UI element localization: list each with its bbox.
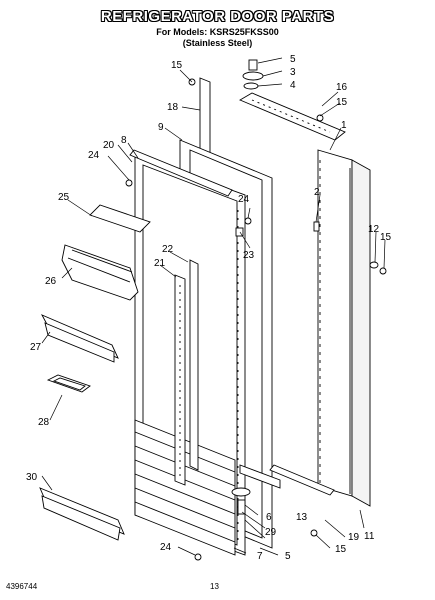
callout-24: 24 xyxy=(238,194,250,205)
callout-15: 15 xyxy=(380,232,392,243)
callout-29: 29 xyxy=(265,527,277,538)
callout-21: 21 xyxy=(154,258,166,269)
callout-12: 12 xyxy=(368,224,380,235)
dairy-compartment xyxy=(61,244,139,301)
washer xyxy=(369,261,379,269)
diagram-drawing xyxy=(39,57,387,561)
callout-15: 15 xyxy=(171,60,183,71)
model-line: For Models: KSRS25FKSS00 xyxy=(156,27,279,37)
callout-23: 23 xyxy=(243,250,255,261)
page-title: REFRIGERATOR DOOR PARTS xyxy=(100,8,335,25)
plug-button xyxy=(235,227,244,237)
callout-9: 9 xyxy=(158,122,164,133)
callout-24: 24 xyxy=(88,150,100,161)
callout-20: 20 xyxy=(103,140,115,151)
dairy-door-cover xyxy=(89,204,151,233)
callout-19: 19 xyxy=(348,532,360,543)
callout-5: 5 xyxy=(285,551,291,562)
egg-tray xyxy=(46,374,91,393)
callout-7: 7 xyxy=(257,551,263,562)
callout-22: 22 xyxy=(162,244,174,255)
bottom-hinge-parts xyxy=(231,464,281,515)
callout-4: 4 xyxy=(290,80,296,91)
door-bin xyxy=(41,314,119,363)
callout-24: 24 xyxy=(160,542,172,553)
callout-6: 6 xyxy=(266,512,272,523)
top-hinge-strip xyxy=(238,92,346,141)
callout-3: 3 xyxy=(290,67,296,78)
shelf-rail-left xyxy=(174,274,186,486)
callout-27: 27 xyxy=(30,342,42,353)
callout-28: 28 xyxy=(38,417,50,428)
document-number: 4396744 xyxy=(6,582,38,591)
top-hinge-parts xyxy=(242,59,264,90)
callout-labels: 5 3 4 15 16 15 1 18 9 8 20 24 2 24 23 25… xyxy=(26,54,392,562)
shelf-rail-right xyxy=(189,259,199,471)
callout-18: 18 xyxy=(167,102,179,113)
callout-13: 13 xyxy=(296,512,308,523)
callout-25: 25 xyxy=(58,192,70,203)
callout-5: 5 xyxy=(290,54,296,65)
callout-8: 8 xyxy=(121,135,127,146)
callout-15: 15 xyxy=(336,97,348,108)
callout-2: 2 xyxy=(314,187,320,198)
callout-11: 11 xyxy=(364,531,375,542)
finish-line: (Stainless Steel) xyxy=(182,38,253,48)
callout-16: 16 xyxy=(336,82,348,93)
top-breaker-strip xyxy=(129,149,233,197)
bottom-trim-strip xyxy=(269,464,335,496)
callout-26: 26 xyxy=(45,276,57,287)
callout-15: 15 xyxy=(335,544,347,555)
large-door-bin xyxy=(39,487,125,541)
screws xyxy=(125,78,387,561)
hinge-bracket xyxy=(313,221,320,232)
page-number: 13 xyxy=(210,582,219,591)
callout-30: 30 xyxy=(26,472,38,483)
callout-1: 1 xyxy=(341,120,347,131)
outer-door-panel xyxy=(317,149,371,507)
leader-lines xyxy=(41,57,386,556)
